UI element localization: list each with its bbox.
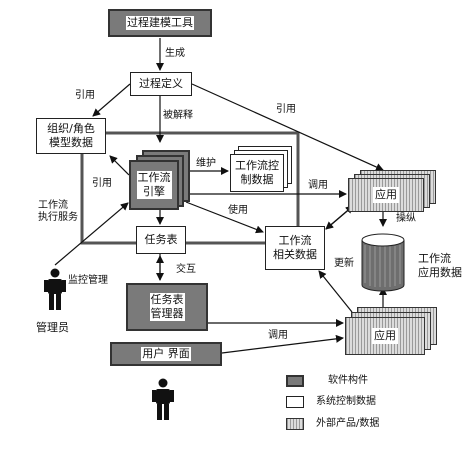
task-manager-label: 任务表 管理器: [149, 293, 185, 321]
user-person-icon: [152, 378, 174, 420]
task-list-node: 任务表: [136, 226, 186, 254]
related-data-node: 工作流 相关数据: [265, 226, 325, 270]
label-monitor: 监控管理: [68, 275, 108, 286]
arrow-ui-app: [221, 334, 344, 354]
legend-external-label: 外部产品/数据: [316, 418, 380, 429]
arrow-monitor: [54, 202, 129, 266]
control-data-label: 工作流控 制数据: [235, 159, 279, 186]
task-list-label: 任务表: [144, 233, 178, 246]
label-app-data: 工作流 应用数据: [418, 252, 462, 279]
label-interact: 交互: [176, 264, 196, 275]
engine-node: 工作流 引擎: [129, 160, 179, 210]
label-generate: 生成: [165, 48, 185, 59]
app-bottom-label: 应用: [372, 328, 398, 344]
legend-control-label: 系统控制数据: [316, 396, 376, 407]
label-maintain: 维护: [196, 158, 216, 169]
label-exec-service: 工作流 执行服务: [38, 200, 78, 223]
control-data-node: 工作流控 制数据: [230, 154, 284, 192]
app-top-label: 应用: [373, 187, 399, 203]
arrow-ref-right: [191, 83, 384, 171]
legend-control-swatch: [286, 396, 304, 408]
label-ref-right: 引用: [276, 104, 296, 115]
label-ref-engine: 引用: [92, 178, 112, 189]
arrow-ref-left: [92, 83, 131, 117]
engine-label: 工作流 引擎: [136, 171, 172, 199]
admin-person-icon: [44, 268, 66, 310]
modeling-tool-node: 过程建模工具: [108, 9, 212, 37]
app-top-node: 应用: [348, 178, 424, 212]
label-call-top: 调用: [308, 180, 328, 191]
app-bottom-node: 应用: [345, 317, 425, 355]
app-data-cylinder: [361, 233, 405, 292]
label-call-bottom: 调用: [268, 330, 288, 341]
label-manipulate: 操纵: [396, 213, 416, 224]
legend-software-label: 软件构件: [328, 375, 368, 386]
label-use: 使用: [228, 205, 248, 216]
arrow-ref-engine: [109, 155, 130, 176]
legend-software-swatch: [286, 375, 304, 387]
label-update: 更新: [334, 258, 354, 269]
user-interface-node: 用户 界面: [110, 342, 222, 366]
org-model-node: 组织/角色 模型数据: [36, 118, 106, 154]
arrow-update: [318, 270, 353, 313]
modeling-tool-label: 过程建模工具: [126, 16, 194, 30]
label-ref-left: 引用: [75, 90, 95, 101]
related-data-label: 工作流 相关数据: [273, 234, 317, 261]
org-model-label: 组织/角色 模型数据: [47, 122, 95, 149]
engine-boundary: [80, 131, 300, 245]
arrow-use: [185, 201, 264, 234]
admin-label: 管理员: [36, 321, 69, 334]
process-def-label: 过程定义: [139, 77, 183, 90]
legend-external-swatch: [286, 418, 304, 430]
process-def-node: 过程定义: [130, 72, 192, 96]
user-interface-label: 用户 界面: [141, 347, 191, 361]
task-manager-node: 任务表 管理器: [126, 283, 208, 331]
label-interpreted: 被解释: [163, 110, 193, 121]
